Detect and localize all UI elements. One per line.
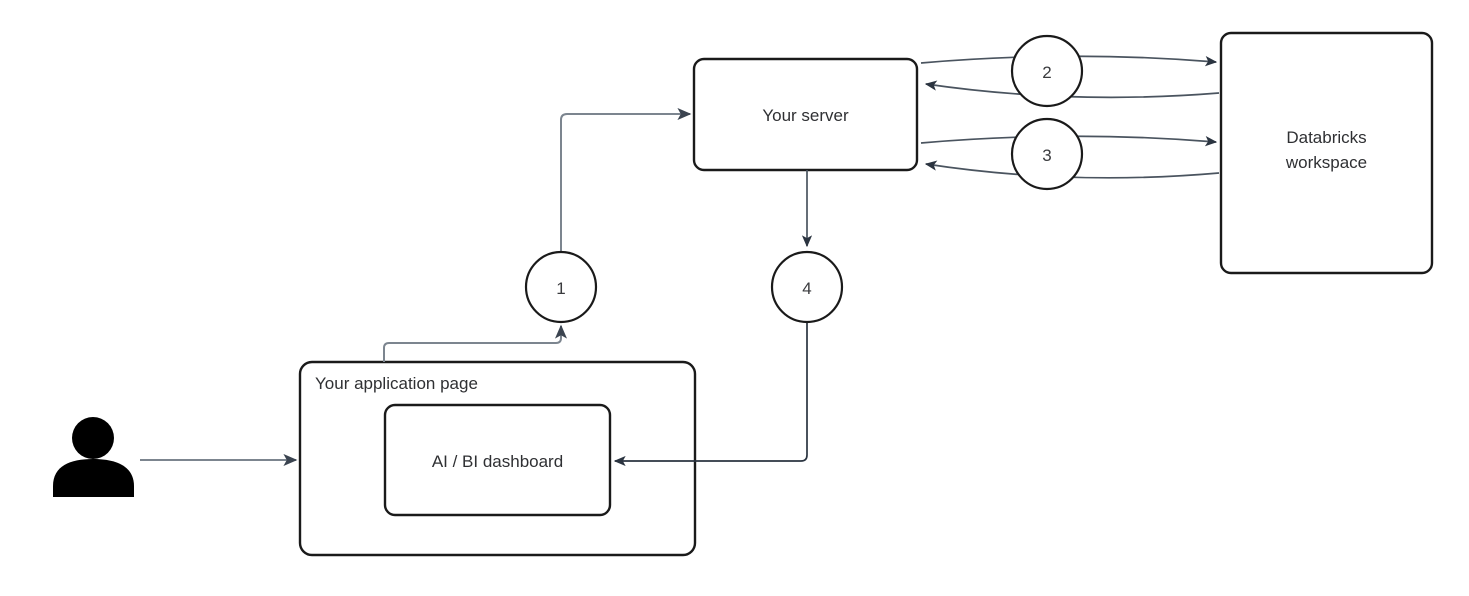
step-badge-3-circle[interactable] — [1010, 117, 1084, 191]
connector-app-to-step1 — [383, 324, 568, 362]
step-badge-4-circle[interactable] — [770, 250, 844, 324]
workspace-box[interactable] — [1219, 31, 1434, 275]
step-badge-1-circle[interactable] — [524, 250, 598, 324]
server-box[interactable] — [692, 57, 919, 172]
connector-step1-to-server — [560, 107, 692, 252]
step-badge-2-circle[interactable] — [1010, 34, 1084, 108]
connector-step4-to-dashboard — [613, 322, 808, 467]
user-person-icon — [53, 417, 134, 497]
dashboard-box[interactable] — [383, 403, 612, 517]
